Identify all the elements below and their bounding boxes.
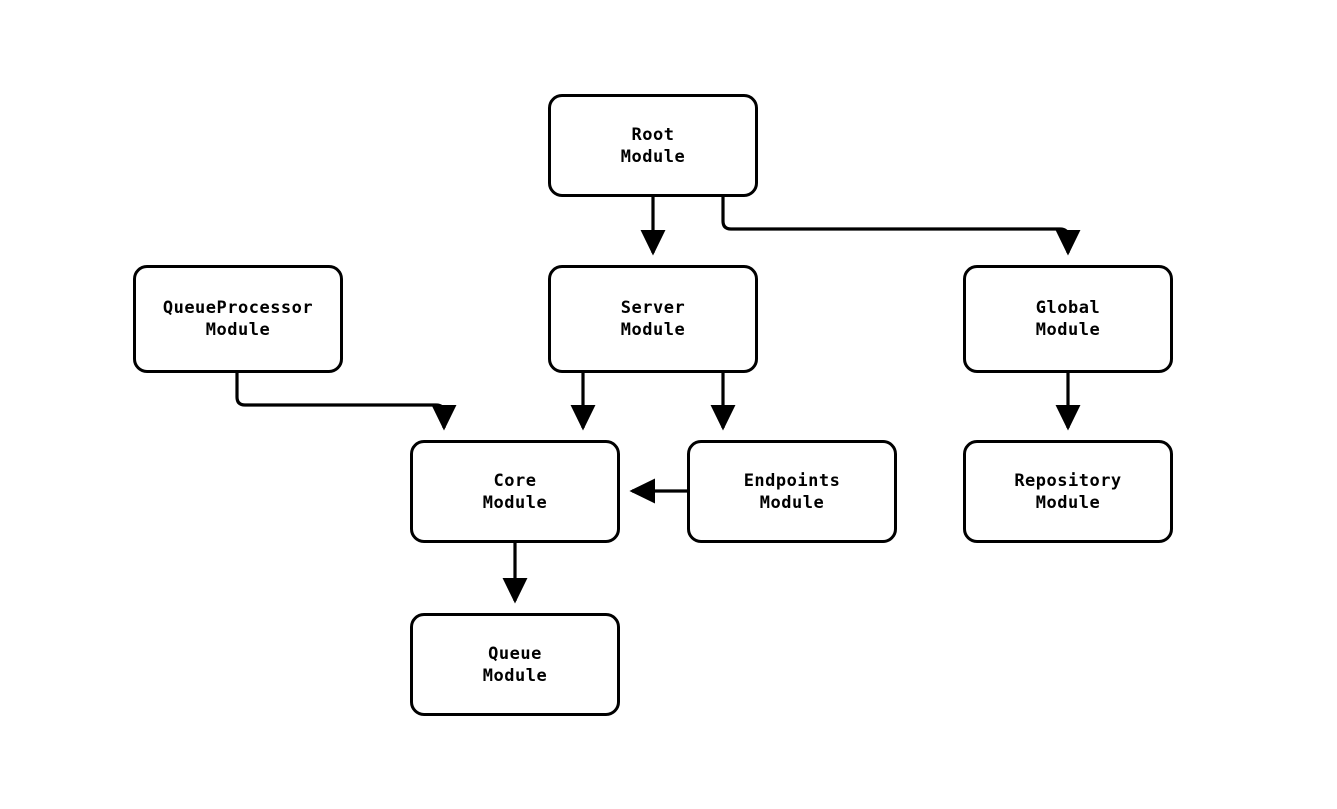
node-core-module[interactable]: Core Module	[410, 440, 620, 543]
node-server-module-label-line2: Module	[620, 320, 686, 340]
node-server-module[interactable]: Server Module	[548, 265, 758, 373]
node-queue-module-label-line2: Module	[482, 665, 548, 686]
node-root-module[interactable]: Root Module	[548, 94, 758, 197]
node-endpoints-module[interactable]: Endpoints Module	[687, 440, 897, 543]
node-global-module[interactable]: Global Module	[963, 265, 1173, 373]
node-server-module-label-line1: Server	[620, 298, 686, 318]
node-core-module-label-line2: Module	[482, 492, 548, 513]
node-root-module-label-line1: Root	[631, 124, 675, 145]
node-queueprocessor-module-label-line2: Module	[205, 320, 271, 340]
node-queue-module[interactable]: Queue Module	[410, 613, 620, 716]
node-repository-module-label-line1: Repository	[1014, 470, 1122, 491]
node-endpoints-module-label-line1: Endpoints	[743, 470, 841, 491]
node-global-module-label-line2: Module	[1035, 320, 1101, 340]
node-global-module-label-line1: Global	[1035, 298, 1101, 318]
node-endpoints-module-label-line2: Module	[759, 492, 825, 513]
node-repository-module[interactable]: Repository Module	[963, 440, 1173, 543]
node-queueprocessor-module-label-line1: QueueProcessor	[162, 298, 314, 318]
node-root-module-label-line2: Module	[620, 146, 686, 167]
edge-root-to-global	[721, 197, 1081, 256]
node-repository-module-label-line2: Module	[1035, 492, 1101, 513]
node-core-module-label-line1: Core	[493, 470, 537, 491]
edge-queueprocessor-to-core	[235, 373, 457, 431]
node-queueprocessor-module[interactable]: QueueProcessor Module	[133, 265, 343, 373]
node-queue-module-label-line1: Queue	[488, 643, 542, 664]
